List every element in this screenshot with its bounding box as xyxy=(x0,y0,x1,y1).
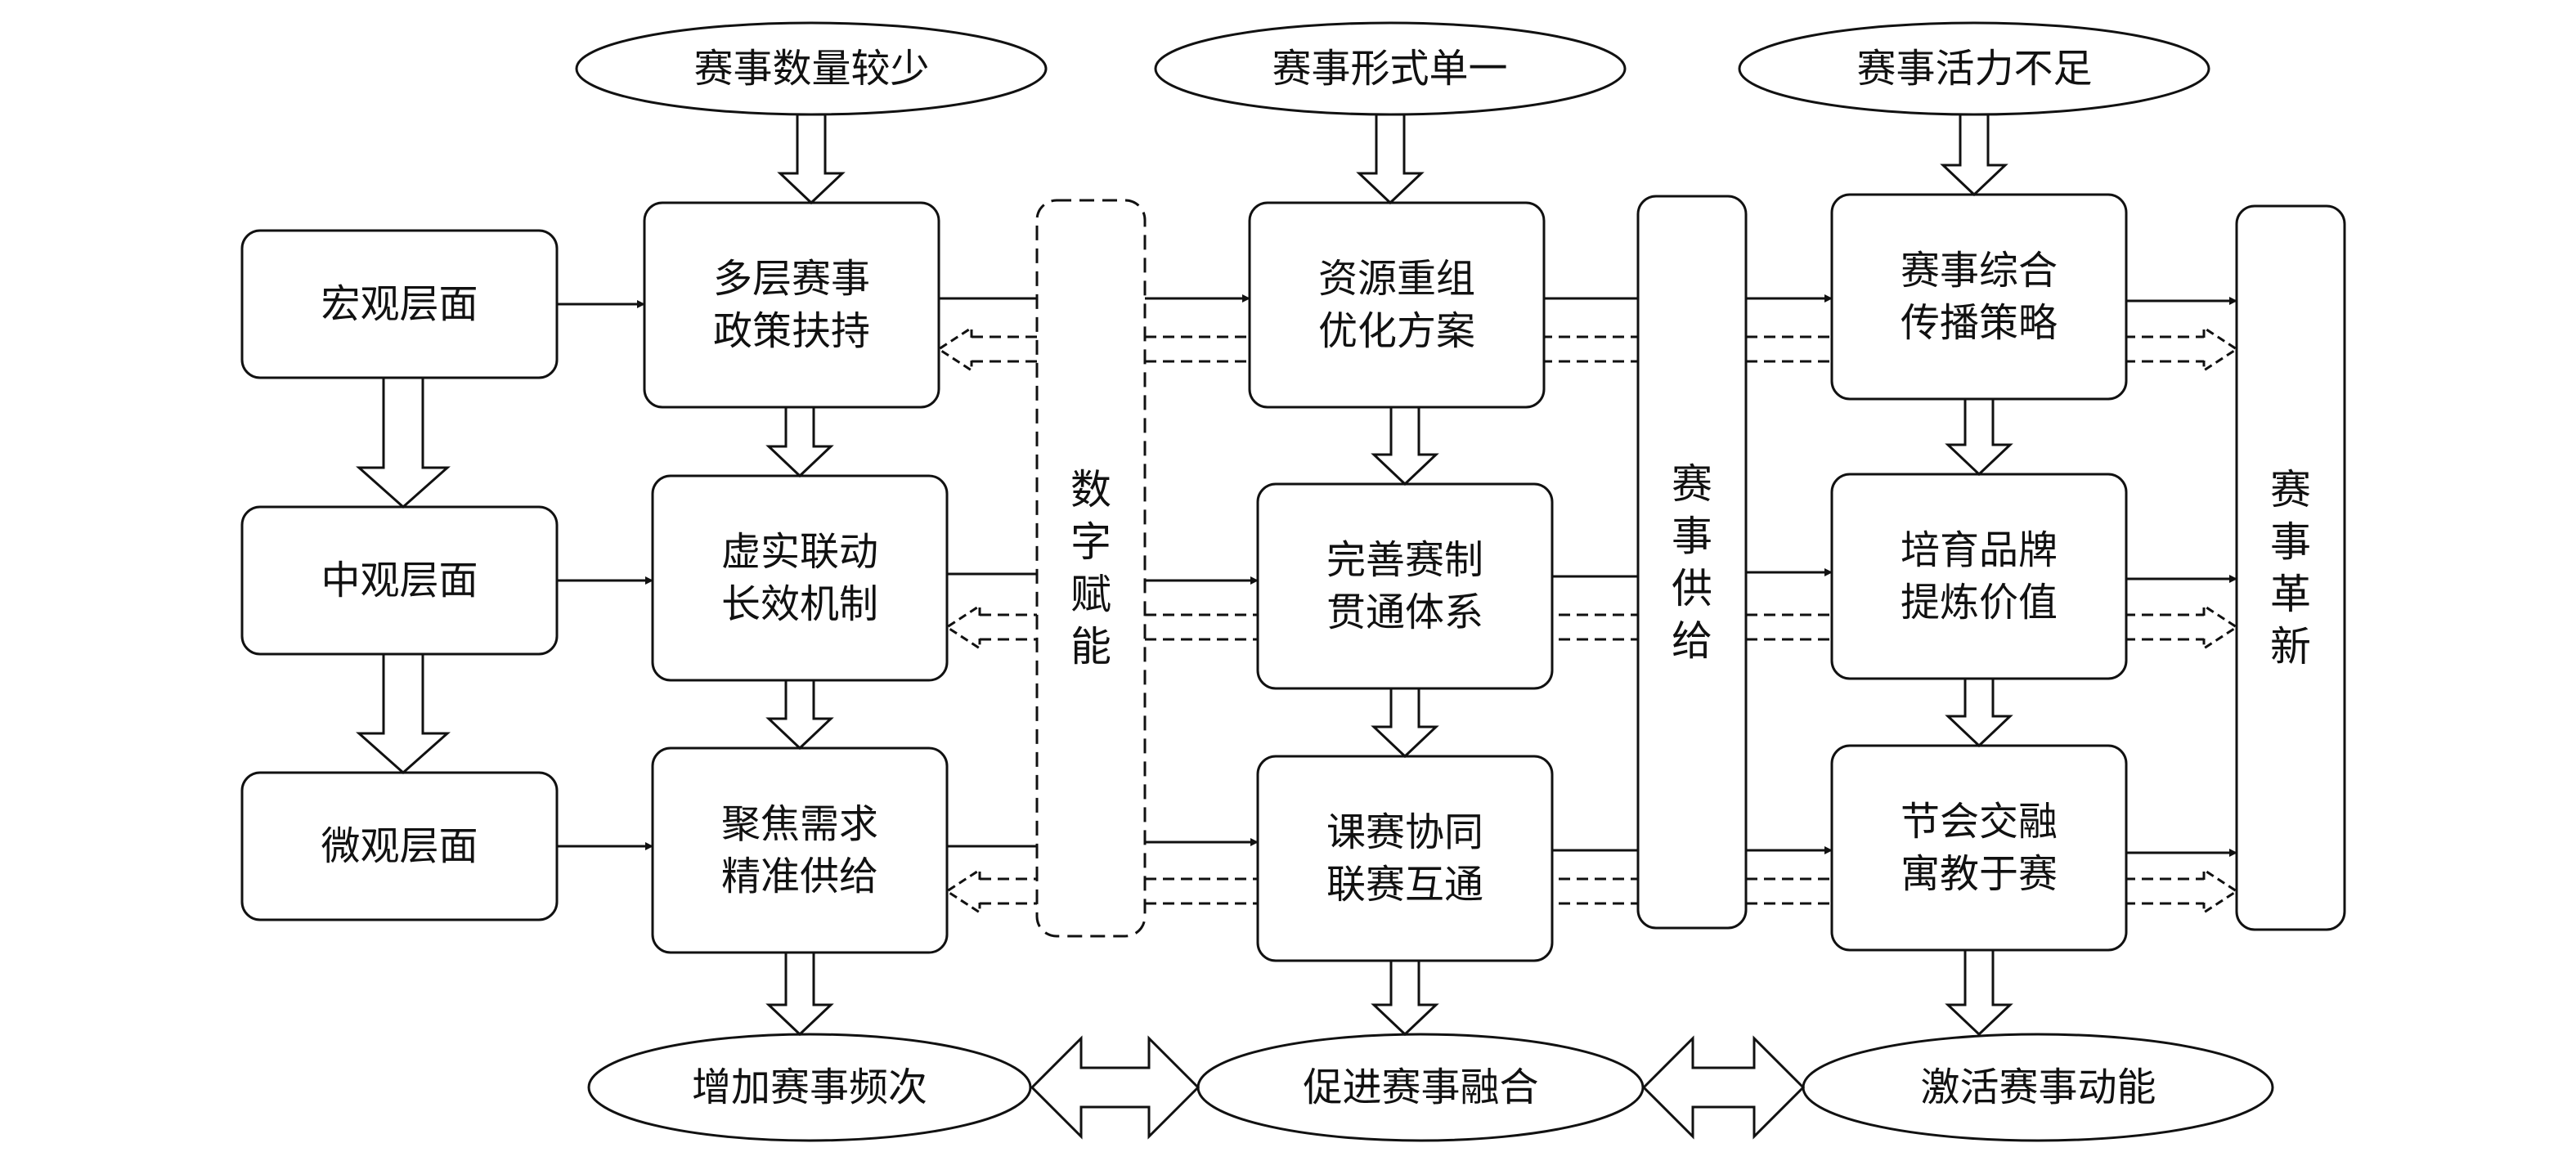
block-arrow-down xyxy=(777,113,846,205)
vertical-char: 能 xyxy=(1070,623,1111,670)
digital-empowerment-bar: 数字赋能 xyxy=(1037,200,1145,936)
problem-label-1: 赛事数量较少 xyxy=(693,46,930,92)
block-arrow-down xyxy=(765,679,834,751)
level-meso: 中观层面 xyxy=(321,558,478,603)
vertical-char: 数 xyxy=(1070,466,1111,513)
dashed-arrow-head-right xyxy=(2202,325,2239,373)
col1-box-3: 聚焦需求 精准供给 xyxy=(720,801,878,899)
problem-label-3: 赛事活力不足 xyxy=(1856,46,2093,92)
col1-box-2: 虚实联动 长效机制 xyxy=(720,529,878,627)
outcome-label-2: 促进赛事融合 xyxy=(1303,1065,1539,1110)
level-micro: 微观层面 xyxy=(321,823,478,869)
block-arrow-down xyxy=(1371,687,1439,759)
vertical-char: 赛 xyxy=(1672,459,1712,508)
block-arrow-down xyxy=(765,406,834,478)
col3-box-1: 赛事综合 传播策略 xyxy=(1900,248,2058,346)
dashed-arrow-head-left xyxy=(945,603,981,651)
level-macro: 宏观层面 xyxy=(321,281,478,327)
block-arrow-down xyxy=(1356,113,1425,205)
block-arrow-down xyxy=(1940,113,2008,197)
problem-label-2: 赛事形式单一 xyxy=(1272,46,1508,92)
event-innovation-bar: 赛事革新 xyxy=(2237,206,2345,930)
innovation-bar-outline xyxy=(2235,204,2346,931)
vertical-char: 新 xyxy=(2270,622,2311,670)
vertical-char: 事 xyxy=(1672,512,1712,560)
vertical-char: 供 xyxy=(1672,564,1712,612)
vertical-char: 字 xyxy=(1070,518,1111,566)
block-arrow-down xyxy=(1945,948,2013,1037)
dashed-arrow-head-right xyxy=(2202,867,2239,915)
col2-box-2: 完善赛制 贯通体系 xyxy=(1326,537,1483,635)
vertical-char: 给 xyxy=(1672,616,1712,665)
diagram-shapes xyxy=(240,21,2346,1142)
dashed-arrow-head-left xyxy=(936,325,973,373)
dashed-arrow-head-left xyxy=(945,867,981,915)
block-arrow-double xyxy=(1030,1035,1200,1140)
block-arrow-down xyxy=(356,376,451,509)
col2-box-1: 资源重组 优化方案 xyxy=(1317,256,1475,354)
col3-box-3: 节会交融 寓教于赛 xyxy=(1900,799,2058,897)
dashed-arrow-head-right xyxy=(2202,603,2239,651)
supply-bar-outline xyxy=(1636,195,1748,930)
vertical-char: 赛 xyxy=(2270,465,2311,513)
block-arrow-down xyxy=(356,652,451,775)
col3-box-2: 培育品牌 提炼价值 xyxy=(1900,527,2058,625)
block-arrow-down xyxy=(1371,406,1439,486)
outcome-label-3: 激活赛事动能 xyxy=(1920,1065,2156,1110)
col1-box-1: 多层赛事 政策扶持 xyxy=(712,256,870,354)
block-arrow-down xyxy=(1945,677,2013,748)
col2-box-3: 课赛协同 联赛互通 xyxy=(1326,809,1483,908)
connector-arrows xyxy=(557,294,2239,915)
vertical-char: 事 xyxy=(2270,518,2311,566)
block-arrow-down xyxy=(765,951,834,1037)
vertical-char: 革 xyxy=(2270,570,2311,618)
vertical-char: 赋 xyxy=(1070,571,1111,618)
block-arrow-double xyxy=(1641,1035,1806,1140)
level-box xyxy=(240,771,559,921)
digital-bar-outline xyxy=(1035,199,1147,938)
event-supply-bar: 赛事供给 xyxy=(1638,196,1746,928)
block-arrow-down xyxy=(1371,959,1439,1037)
outcome-label-1: 增加赛事频次 xyxy=(691,1065,927,1110)
block-arrow-down xyxy=(1945,397,2013,477)
